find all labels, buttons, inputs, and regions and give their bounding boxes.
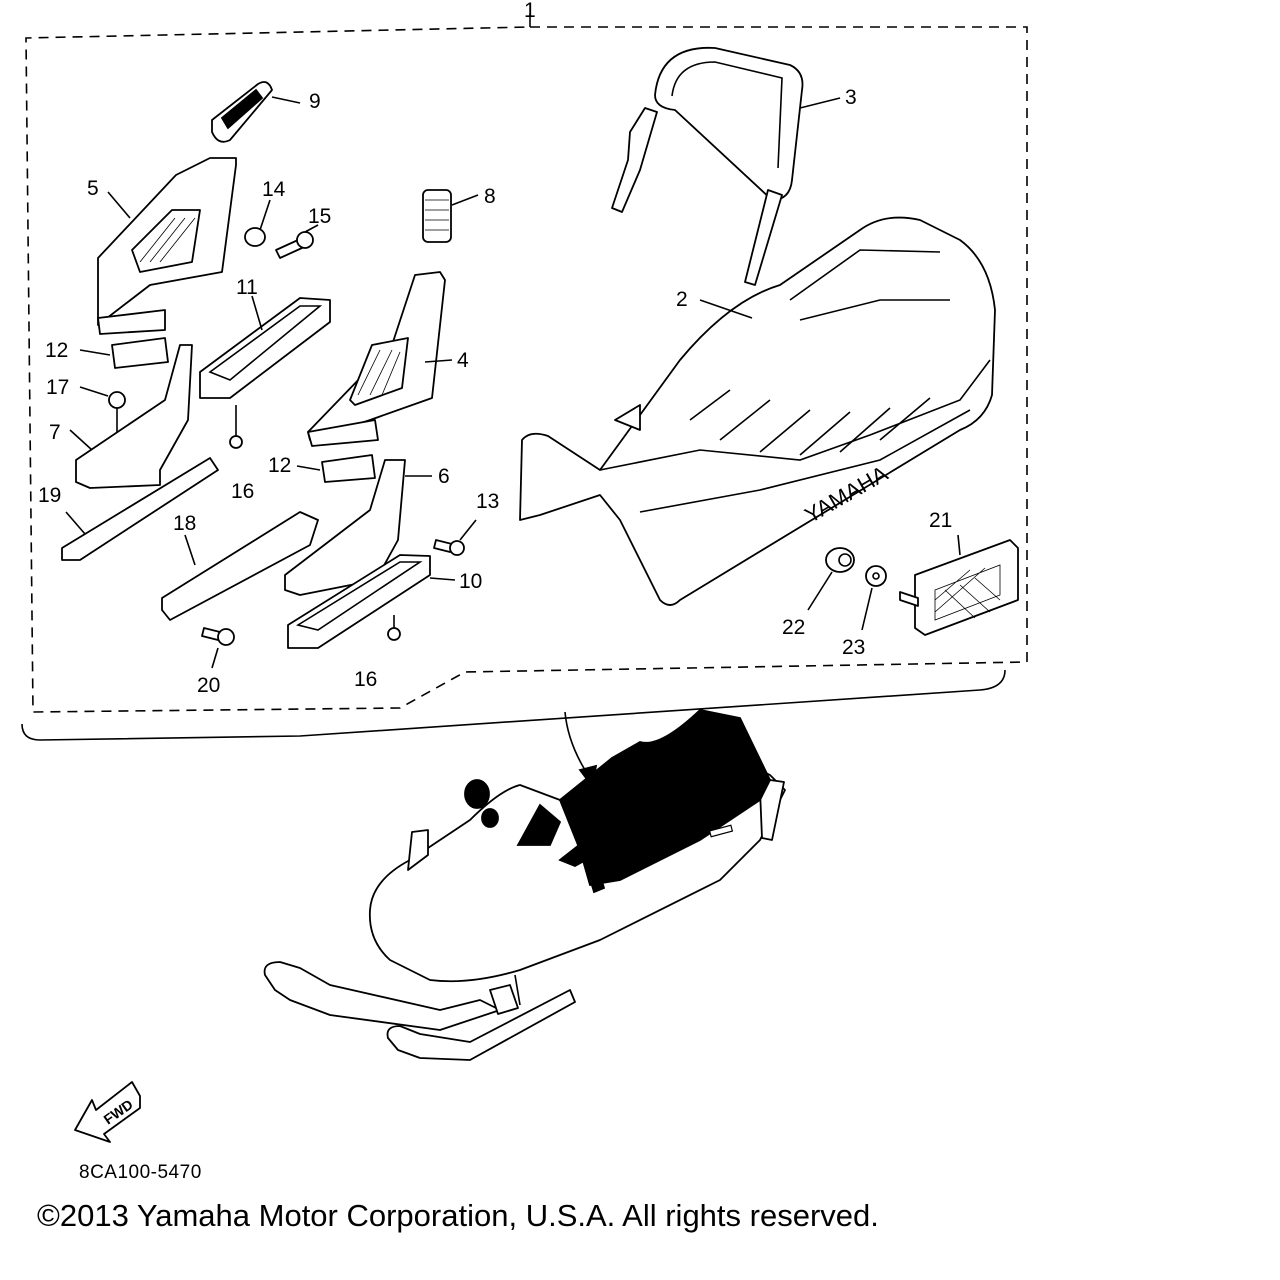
part-8-grip: [422, 189, 479, 243]
callout-11: 11: [236, 276, 258, 299]
part-22-nut: [807, 547, 855, 611]
callout-21: 21: [929, 509, 952, 532]
fwd-arrow: FWD: [74, 1081, 141, 1143]
part-15-bolt: [275, 224, 319, 259]
callout-19: 19: [38, 484, 61, 507]
part-11-pad: [199, 295, 331, 399]
callout-3: 3: [845, 86, 857, 109]
callout-12b: 12: [268, 454, 291, 477]
callout-9: 9: [309, 90, 321, 113]
copyright-notice: ©2013 Yamaha Motor Corporation, U.S.A. A…: [37, 1198, 879, 1233]
part-16-screw-right: [387, 615, 401, 641]
callout-18: 18: [173, 512, 196, 535]
part-16-screw-left: [229, 405, 243, 449]
assembly-boundary: [21, 14, 1028, 741]
part-23-washer: [861, 565, 887, 631]
callout-15: 15: [308, 205, 331, 228]
snowmobile-overview: [263, 709, 786, 1061]
part-7-bracket: [69, 344, 193, 489]
callout-22: 22: [782, 616, 805, 639]
callout-16b: 16: [354, 668, 377, 691]
callout-6: 6: [438, 465, 450, 488]
part-6-bracket: [284, 459, 432, 596]
callout-7: 7: [49, 421, 61, 444]
callout-20: 20: [197, 674, 220, 697]
callout-4: 4: [457, 349, 469, 372]
callout-5: 5: [87, 177, 99, 200]
callout-2: 2: [676, 288, 688, 311]
part-19-plate: [61, 457, 219, 561]
diagram-code: 8CA100-5470: [79, 1162, 202, 1183]
callout-10: 10: [459, 570, 482, 593]
part-3-backrest: [611, 47, 841, 286]
part-18-plate: [161, 511, 319, 621]
part-10-pad: [287, 554, 456, 649]
part-4-side-bracket: [307, 271, 453, 447]
part-21-reflector: [899, 534, 1019, 636]
callout-23: 23: [842, 636, 865, 659]
part-12-spacer-left: [79, 337, 169, 369]
callout-17: 17: [46, 376, 69, 399]
part-20-bolt: [201, 627, 235, 669]
part-13-bolt: [433, 519, 477, 556]
callout-8: 8: [484, 185, 496, 208]
callout-12a: 12: [45, 339, 68, 362]
callout-16a: 16: [231, 480, 254, 503]
callout-14: 14: [262, 178, 286, 201]
part-9-grip: [211, 81, 301, 143]
callout-13: 13: [476, 490, 499, 513]
callout-labels: 1 2 3 4 5 6 7 8 9 10 11 12 12 13 14 15 1…: [38, 0, 952, 697]
part-12-spacer-right: [296, 454, 376, 483]
part-14-nut: [244, 199, 271, 247]
callout-1: 1: [524, 0, 536, 22]
part-17-screw: [79, 386, 126, 480]
part-5-side-bracket: [97, 157, 237, 335]
